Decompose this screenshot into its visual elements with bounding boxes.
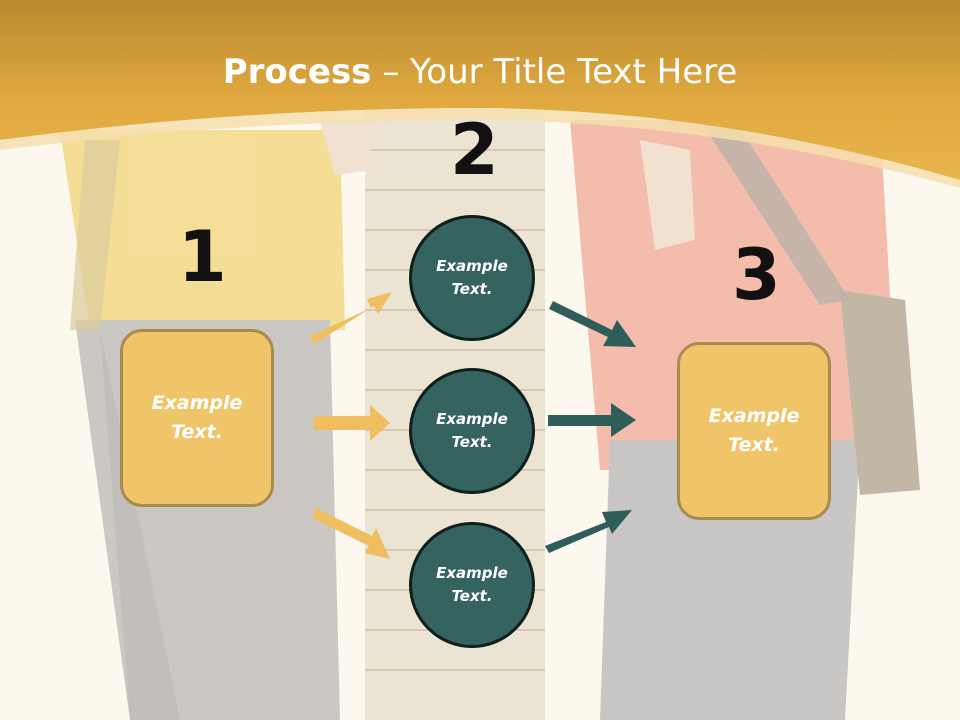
process-circle-3: Example Text. [409,522,535,648]
arrow-left-down-icon [312,508,390,559]
process-circle-2: Example Text. [409,368,535,494]
title-bold: Process [222,52,372,92]
arrow-right-group [545,301,636,553]
arrow-right-mid-icon [548,403,636,437]
step-number-2: 2 [450,109,499,191]
title-rest: – Your Title Text Here [371,52,738,92]
circle-1-text: Example Text. [436,257,508,298]
arrow-right-down-icon [549,301,636,347]
arrow-left-mid-icon [314,405,390,441]
circle-2-text: Example Text. [436,410,508,451]
slide-title: Process – Your Title Text Here [0,52,960,92]
step-number-1: 1 [178,216,227,298]
circle-3-text: Example Text. [436,564,508,605]
arrow-left-up-icon [310,292,392,344]
process-circle-1: Example Text. [409,215,535,341]
step-3-text: Example Text. [708,405,800,456]
arrow-left-group [310,292,392,559]
step-number-3: 3 [732,234,781,316]
step-3-box: Example Text. [677,342,831,520]
step-1-text: Example Text. [151,392,243,443]
step-1-box: Example Text. [120,329,274,507]
arrow-right-up-icon [545,510,632,553]
